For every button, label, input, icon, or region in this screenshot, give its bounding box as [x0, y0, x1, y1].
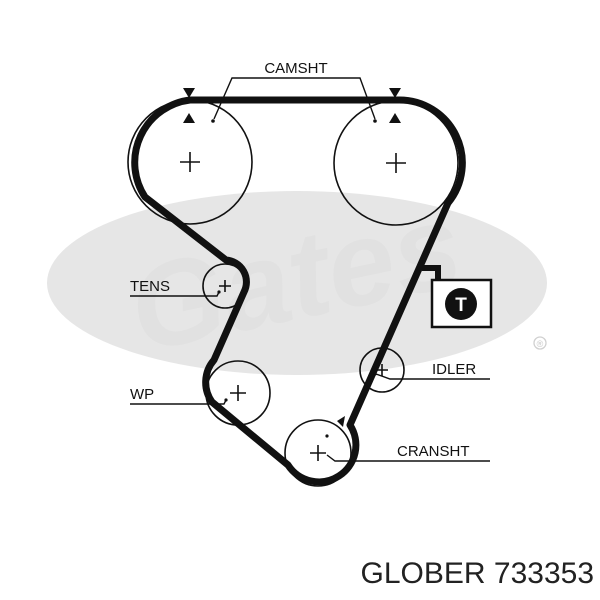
timing-mark-down-icon — [389, 88, 401, 98]
tensioner-label: TENS — [130, 278, 170, 295]
part-number: 733353 — [494, 557, 594, 590]
tension-badge-icon — [445, 288, 477, 320]
crankshaft-label: CRANSHT — [397, 443, 470, 460]
tensioner-leader — [130, 291, 220, 297]
timing-mark-up-icon — [183, 113, 195, 123]
pulley-dot-mark — [373, 119, 377, 123]
part-caption: GLOBER 733353 — [361, 557, 595, 590]
badge-corner-pointer — [422, 265, 441, 280]
idler-leader — [375, 373, 490, 380]
timing-mark-down-icon — [183, 88, 195, 98]
idler-pulley — [359, 347, 405, 393]
timing-marks — [183, 88, 401, 438]
watermark-oval — [47, 191, 547, 375]
pulley-dot-mark — [373, 372, 377, 376]
pulley-dot-mark — [325, 434, 329, 438]
pulley-dot-mark — [211, 119, 215, 123]
crankshaft-leader — [326, 454, 490, 462]
tension-badge-letter: T — [455, 295, 467, 316]
water-pump-label: WP — [130, 386, 154, 403]
crankshaft-pulley — [284, 419, 352, 487]
leader-lines — [130, 77, 490, 462]
registered-mark: ® — [537, 339, 544, 349]
registered-mark-circle — [533, 336, 547, 350]
idler-label: IDLER — [432, 361, 476, 378]
timing-mark-up-icon — [389, 113, 401, 123]
gates-watermark: Gates ® — [47, 177, 547, 378]
camshaft-label: CAMSHT — [264, 60, 327, 77]
tensioner-pulley — [202, 263, 248, 309]
water-pump-pulley — [205, 360, 271, 426]
camshaft-pulley-left — [127, 99, 253, 225]
camshaft-leader — [213, 77, 376, 120]
crank-timing-mark-icon — [337, 416, 345, 427]
water-pump-leader — [130, 399, 227, 405]
brand-name: GLOBER — [361, 557, 486, 590]
camshaft-pulley-right — [333, 100, 459, 226]
tension-badge: T — [422, 265, 493, 329]
